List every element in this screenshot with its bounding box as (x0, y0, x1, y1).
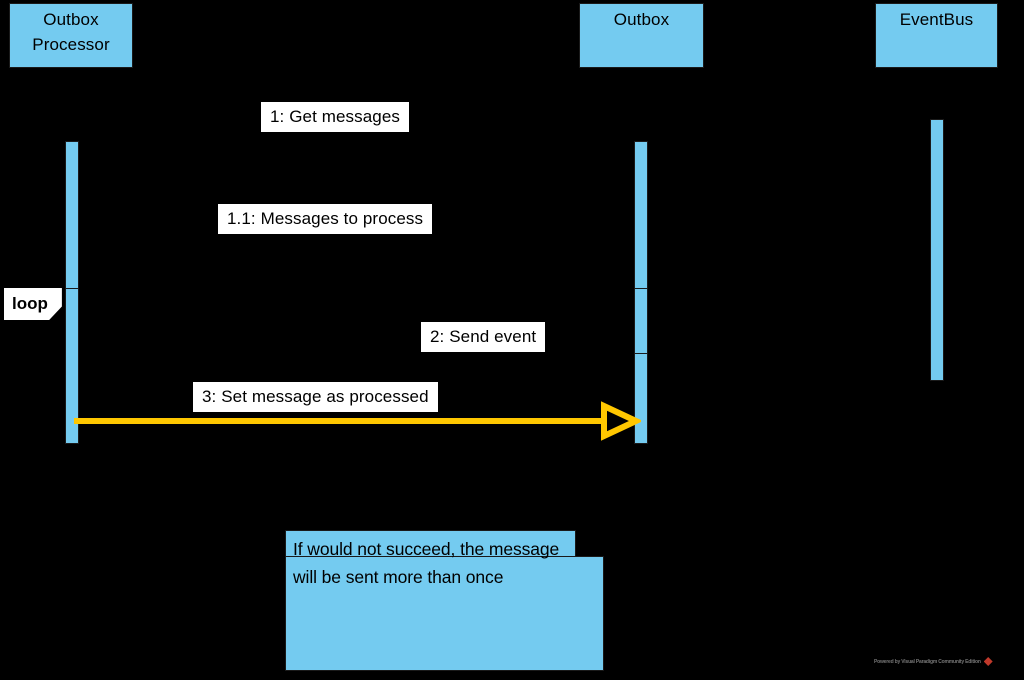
activation-divider-outbox-2 (634, 353, 648, 354)
participant-outbox-line1: Outbox (613, 10, 670, 29)
activation-bar-outbox[interactable] (634, 141, 648, 444)
watermark-text: Powered by Visual Paradigm Community Edi… (874, 658, 981, 665)
message-arrow-3-head (601, 401, 641, 441)
message-label-1[interactable]: 1: Get messages (261, 102, 410, 132)
participant-eventbus-line1: EventBus (899, 10, 974, 29)
participant-eventbus[interactable]: EventBus (875, 3, 998, 68)
watermark: Powered by Visual Paradigm Community Edi… (874, 657, 993, 666)
message-label-3[interactable]: 3: Set message as processed (193, 382, 438, 412)
message-label-2[interactable]: 2: Send event (421, 322, 546, 352)
note-retry-lower[interactable] (285, 556, 604, 671)
note-retry-upper[interactable] (285, 530, 576, 558)
activation-divider-outbox-processor (65, 288, 79, 289)
note-retry-text: If would not succeed, the message will b… (293, 539, 560, 588)
message-arrow-3-line (74, 418, 607, 424)
loop-fragment-tag[interactable]: loop (4, 288, 62, 320)
activation-bar-outbox-processor[interactable] (65, 141, 79, 444)
activation-divider-outbox-1 (634, 288, 648, 289)
participant-outbox-processor-line1: Outbox (43, 10, 99, 29)
participant-outbox-processor-line2: Processor (32, 34, 110, 54)
diamond-logo-icon (983, 657, 993, 666)
activation-bar-eventbus[interactable] (930, 119, 944, 381)
message-label-1-1[interactable]: 1.1: Messages to process (218, 204, 433, 234)
participant-outbox[interactable]: Outbox (579, 3, 704, 68)
participant-outbox-processor[interactable]: Outbox Processor (9, 3, 133, 68)
